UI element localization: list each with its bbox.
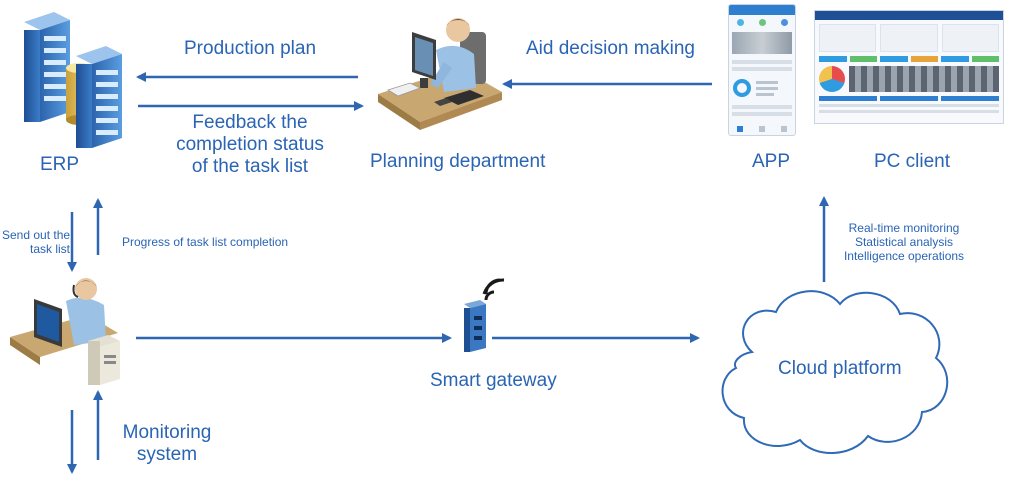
send-out-line-2: task list (29, 241, 70, 256)
node-erp-label: ERP (40, 154, 80, 175)
monitoring-line-2: system (136, 443, 198, 465)
pc-client-screenshot (814, 10, 1004, 124)
app-screenshot (728, 4, 796, 136)
erp-servers-icon (24, 12, 122, 148)
cloud-function-2: Statistical analysis (854, 234, 954, 249)
node-app-label: APP (752, 151, 791, 172)
monitoring-line-1: Monitoring (122, 422, 212, 443)
cloud-function-3: Intelligence operations (843, 248, 965, 263)
cloud-icon (721, 290, 949, 454)
monitoring-person-icon (10, 278, 120, 385)
edge-send-out-label: Send out the task list (2, 228, 71, 257)
node-cloud-platform-label: Cloud platform (778, 358, 902, 379)
smart-gateway-icon (464, 278, 505, 352)
edge-feedback-label: Feedback the completion status of the ta… (170, 112, 330, 178)
edge-cloud-functions-label: Real-time monitoring Statistical analysi… (838, 221, 970, 263)
feedback-line-2: completion status (176, 133, 324, 155)
edge-aid-decision-label: Aid decision making (526, 38, 695, 59)
planning-person-icon (378, 18, 502, 130)
node-planning-label: Planning department (370, 151, 546, 172)
edge-production-plan-label: Production plan (184, 38, 317, 59)
node-pc-client-label: PC client (874, 151, 951, 172)
node-smart-gateway-label: Smart gateway (430, 370, 557, 391)
node-monitoring-label: Monitoring system (118, 422, 216, 466)
feedback-line-1: Feedback the (192, 112, 308, 133)
feedback-line-3: of the task list (191, 155, 309, 177)
cloud-function-1: Real-time monitoring (848, 221, 960, 235)
edge-progress-label: Progress of task list completion (122, 235, 289, 249)
send-out-line-1: Send out the (2, 228, 71, 242)
